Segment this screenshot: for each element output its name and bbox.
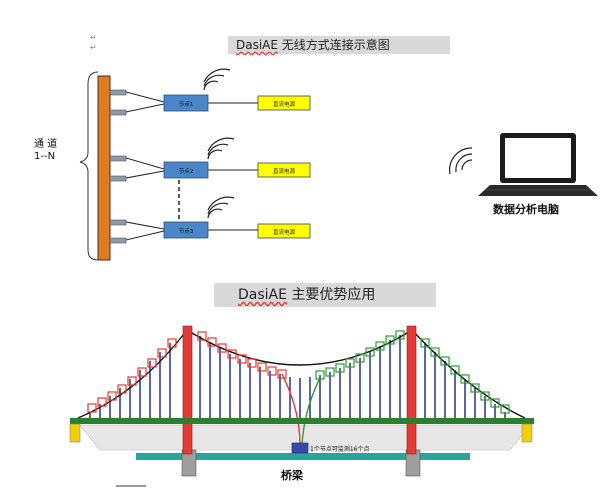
wireless-signal-icon [207,196,235,219]
node-sensor-box [291,442,309,454]
connector-ports [109,89,127,244]
paragraph-mark: ↵ [90,43,97,52]
connector-port [109,109,127,116]
node-box [163,161,209,179]
node-wires [125,91,258,241]
wireless-signal-icon [449,147,473,175]
river-water [136,453,470,460]
power-supply-label: 直流电源 [273,167,296,175]
sensor-markers-green [315,330,510,414]
power-supply-box [257,223,311,239]
connector-port [109,219,127,226]
laptop-icon [478,133,598,196]
title-brand: DasiAE [236,38,278,52]
wireless-diagram-title: DasiAE 无线方式连接示意图 [228,36,450,54]
bridge-tower [406,325,417,455]
computer-label: 数据分析电脑 [493,203,559,216]
node-label: 节点1 [179,100,194,108]
bridge-label: 桥梁 [281,469,303,482]
connector-port [109,237,127,244]
node-box [163,221,209,239]
hanger-cables [89,335,506,420]
connector-port [109,155,127,162]
channel-label-line1: 通 道 [34,139,58,150]
bridge-tower [182,325,193,455]
signal-line-red [281,373,301,446]
sensor-markers-red [87,331,287,413]
main-cable [186,329,413,366]
connector-port [109,175,127,182]
node-label: 节点3 [179,227,194,235]
channel-label-line2: 1--N [34,151,56,162]
wireless-signal-icon [203,68,231,91]
collector-bar [97,75,111,261]
title-text: 主要优势应用 [286,287,376,303]
connector-port [109,89,127,96]
signal-line-green [301,377,321,446]
paragraph-mark: ↵ [90,33,97,42]
power-supply-box [257,162,311,178]
title-brand: DasiAE [238,287,287,303]
channel-label: 通 道 1--N [34,139,57,163]
suspension-bridge: 1个节点可监测16个点 [69,325,534,477]
bridge-deck [70,418,534,424]
power-supply-label: 直流电源 [273,228,296,236]
application-title: DasiAE 主要优势应用 [214,283,436,307]
abutment [69,423,81,443]
node-label: 节点2 [179,167,194,175]
node-box [163,94,209,112]
title-text: 无线方式连接示意图 [277,38,390,52]
channel-brace [79,71,99,261]
power-supply-label: 直流电源 [273,100,296,108]
wireless-signal-icon [207,137,235,160]
power-supply-box [257,95,311,111]
bridge-note: 1个节点可监测16个点 [310,445,369,453]
abutment [521,423,533,443]
